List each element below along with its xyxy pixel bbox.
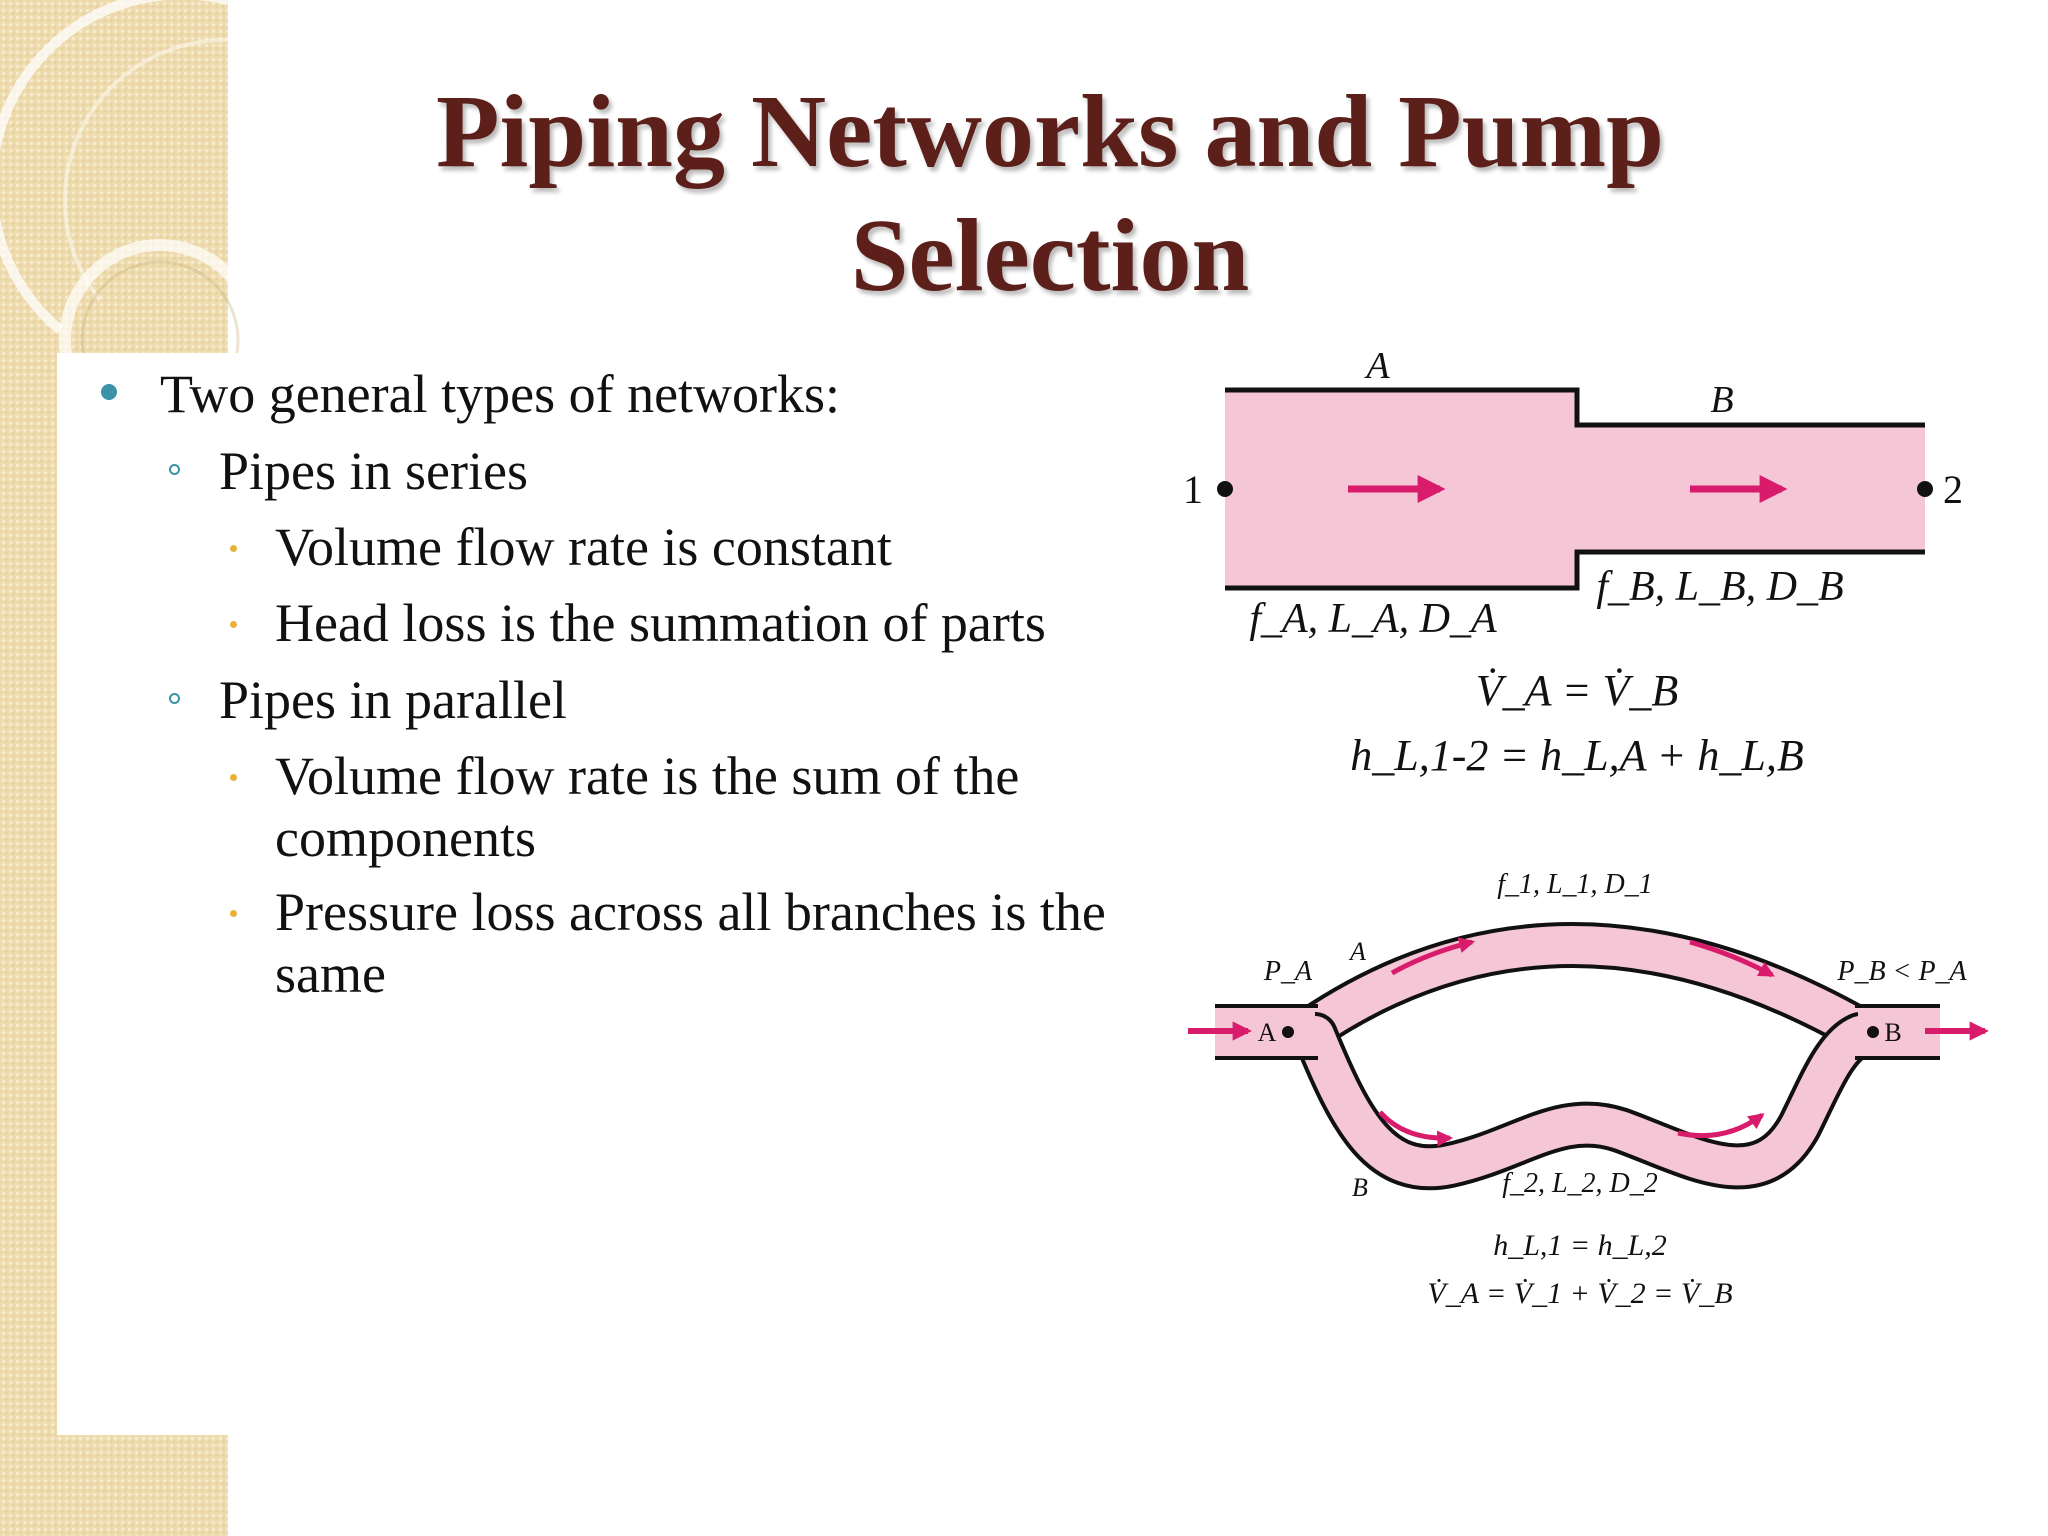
content-card [57, 353, 577, 1435]
series-diagram: 1 2 A B f_A, L_A, D_A f_B, L_B, D_B V̇_A… [1183, 345, 1963, 780]
bullet-pipes-series: Pipes in series [219, 441, 528, 501]
lower-flow-arrow [1378, 1110, 1454, 1147]
sub-sub-bullet-marker [230, 774, 237, 781]
upper-flow-arrow [1390, 937, 1476, 976]
pipe-a-properties: f_A, L_A, D_A [1249, 596, 1497, 642]
point-2-dot [1917, 481, 1933, 497]
pipe-walls [1225, 387, 1925, 591]
lower-branch-label: B [1352, 1173, 1368, 1202]
sub-sub-bullet-marker [230, 545, 237, 552]
pipe-a-label: A [1363, 345, 1390, 387]
bullet-marker [101, 384, 117, 400]
sub-bullet-marker [169, 693, 180, 704]
bullet-series-headloss: Head loss is the summation of parts [275, 593, 1046, 653]
series-flow-equation: V̇_A = V̇_B [1476, 666, 1678, 715]
node-a-dot [1282, 1026, 1294, 1038]
lower-flow-arrow [1677, 1113, 1765, 1139]
branch-1-properties: f_1, L_1, D_1 [1497, 869, 1653, 900]
branch-2-properties: f_2, L_2, D_2 [1502, 1168, 1658, 1199]
outlet-pipe-walls [1855, 1004, 1940, 1060]
bullet-parallel-pressure-cont: same [275, 944, 386, 1004]
upper-branch-pipe [1291, 926, 1879, 1049]
bullet-parallel-pressure: Pressure loss across all branches is the [275, 882, 1106, 942]
upper-flow-arrow [1689, 939, 1775, 978]
node-b-label: B [1884, 1018, 1901, 1047]
inlet-pipe-walls [1215, 1004, 1318, 1060]
sub-bullet-marker [169, 464, 180, 475]
pipe-b-label: B [1710, 379, 1733, 421]
bullet-parallel-flow-cont: components [275, 808, 536, 868]
pipe-b-properties: f_B, L_B, D_B [1596, 564, 1843, 610]
outlet-pressure-label: P_B < P_A [1836, 956, 1967, 987]
sub-sub-bullet-marker [230, 910, 237, 917]
node-a-label: A [1258, 1018, 1277, 1047]
parallel-flow-equation: V̇_A = V̇_1 + V̇_2 = V̇_B [1427, 1277, 1732, 1310]
inlet-pressure-label: P_A [1263, 956, 1313, 987]
bullet-level1: Two general types of networks: [160, 364, 841, 424]
upper-branch-label: A [1348, 937, 1366, 966]
parallel-diagram: f_1, L_1, D_1 f_2, L_2, D_2 A B P_A P_B … [1188, 869, 1989, 1310]
decorative-swirls [0, 0, 240, 420]
lower-branch-pipe [1296, 1016, 1879, 1187]
bullet-parallel-flow: Volume flow rate is the sum of the [275, 746, 1020, 806]
node-b-dot [1867, 1026, 1879, 1038]
bullet-pipes-parallel: Pipes in parallel [219, 670, 567, 730]
parallel-headloss-equation: h_L,1 = h_L,2 [1493, 1229, 1667, 1262]
series-headloss-equation: h_L,1-2 = h_L,A + h_L,B [1350, 731, 1803, 780]
point-2-label: 2 [1943, 467, 1963, 512]
point-1-dot [1217, 481, 1233, 497]
bullet-series-flow: Volume flow rate is constant [275, 517, 892, 577]
point-1-label: 1 [1183, 467, 1203, 512]
sub-sub-bullet-marker [230, 621, 237, 628]
slide-title: Piping Networks and Pump Selection [436, 74, 1664, 313]
